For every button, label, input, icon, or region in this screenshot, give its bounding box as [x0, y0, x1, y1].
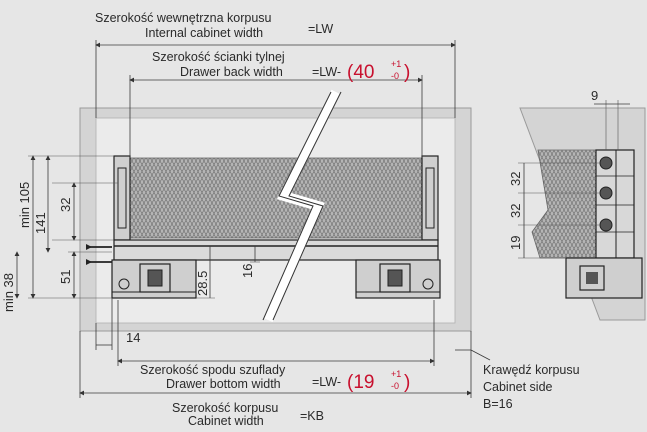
right-runner [355, 259, 441, 299]
break-line-edge-right [272, 91, 342, 321]
left-runner [111, 259, 197, 299]
left-drawer-side [113, 155, 131, 241]
cabinet-side-en: Cabinet side [483, 380, 553, 394]
break-line [263, 89, 341, 323]
dim-32-side-top: 32 [508, 172, 523, 186]
dim-16: 16 [240, 264, 255, 278]
bottom-width-en: Drawer bottom width [166, 377, 281, 391]
left-side-bracket [117, 167, 127, 229]
bottom-width-close: ) [404, 372, 410, 393]
cabinet-width-en: Cabinet width [188, 414, 264, 427]
internal-width-pl: Szerokość wewnętrzna korpusu [95, 11, 272, 25]
cabinet-width-eq: =KB [300, 409, 324, 423]
back-width-sub: -0 [391, 71, 399, 81]
cabinet-side-b: B=16 [483, 397, 513, 411]
dim-19-side: 19 [508, 236, 523, 250]
dim-32-side-mid: 32 [508, 204, 523, 218]
right-drawer-side [421, 155, 439, 241]
cabinet-side-pl: Krawędź korpusu [483, 363, 580, 377]
bottom-width-eq: =LW- [312, 375, 341, 389]
dim-14: 14 [126, 330, 140, 345]
bottom-width-value: (19 [347, 372, 374, 393]
bottom-width-sub: -0 [391, 381, 399, 391]
back-width-value: (40 [347, 62, 374, 83]
internal-width-eq: =LW [308, 22, 333, 36]
mounting-screws [86, 244, 112, 265]
side-leader [470, 349, 491, 361]
back-width-eq: =LW- [312, 65, 341, 79]
back-width-close: ) [404, 62, 410, 83]
dim-min-105: min 105 [17, 182, 32, 228]
dim-min-38: min 38 [1, 273, 16, 312]
back-width-sup: +1 [391, 59, 401, 69]
bottom-width-sup: +1 [391, 369, 401, 379]
dim-9: 9 [591, 88, 598, 103]
dim-28-5: 28.5 [195, 271, 210, 296]
back-width-en: Drawer back width [180, 65, 283, 79]
side-detail-runner [565, 257, 643, 299]
drawer-bottom [113, 239, 439, 261]
dim-32-left: 32 [58, 198, 73, 212]
side-detail-bracket [595, 149, 635, 259]
break-line-edge-left [262, 91, 332, 321]
dim-141: 141 [33, 212, 48, 234]
internal-width-en: Internal cabinet width [145, 26, 263, 40]
drawer-mesh-back [129, 157, 423, 239]
cabinet-width-pl: Szerokość korpusu [172, 401, 278, 415]
right-side-bracket [425, 167, 435, 229]
bottom-width-pl: Szerokość spodu szuflady [140, 363, 286, 377]
back-width-pl: Szerokość ścianki tylnej [152, 50, 285, 64]
dim-51: 51 [58, 270, 73, 284]
